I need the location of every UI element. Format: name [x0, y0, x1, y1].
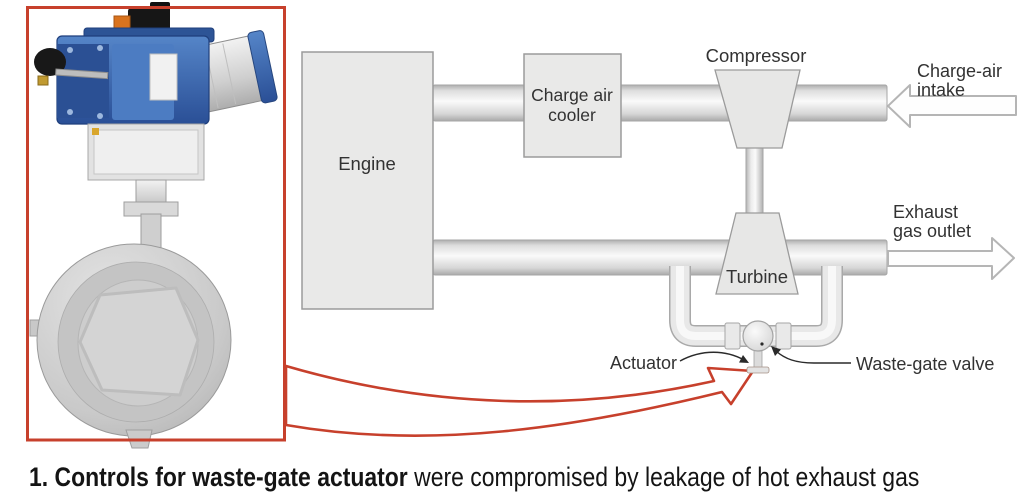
- valve-stem: [753, 349, 763, 369]
- yellow-fitting: [92, 128, 99, 135]
- brass-fitting: [37, 75, 49, 86]
- exhaust-outlet-arrow: [887, 237, 1015, 280]
- engine-label: Engine: [338, 153, 396, 174]
- charge-air-cooler-label-line2: cooler: [548, 105, 596, 125]
- bolt: [97, 45, 103, 51]
- caption-regular-text: were compromised by leakage of hot exhau…: [407, 462, 920, 492]
- charge-air-intake-label-line1: Charge-air: [917, 61, 1002, 81]
- waste-gate-valve-label: Waste-gate valve: [856, 354, 994, 374]
- actuator-gear-housing: [57, 44, 109, 118]
- charge-air-cooler-box: [523, 53, 622, 158]
- compressor-shape: [714, 69, 801, 149]
- actuator-label: Actuator: [610, 353, 677, 373]
- bolt: [67, 47, 73, 53]
- turbo-shaft-pipe: [745, 147, 764, 217]
- exhaust-pipe: [432, 239, 888, 276]
- valve-photo: [27, 2, 285, 449]
- indicator-rod: [55, 68, 109, 80]
- valve-pointer-dot: [760, 342, 764, 346]
- waste-gate-valve-pointer-arrow: [760, 342, 851, 364]
- bolt: [67, 109, 73, 115]
- turbine-shape: [715, 212, 799, 295]
- charge-air-cooler-label-line1: Charge air: [531, 85, 613, 105]
- nameplate-label: [149, 53, 178, 101]
- valve-pointer-line: [775, 350, 851, 364]
- red-callout-arrow: [284, 364, 755, 437]
- photo-frame: [26, 6, 286, 442]
- actuator-pointer-head: [739, 355, 749, 363]
- cylinder-rib: [222, 43, 237, 105]
- valve-coupling-left: [724, 322, 741, 350]
- bracket-face: [93, 129, 199, 175]
- cylinder-end-cap: [247, 30, 278, 104]
- compressor-label: Compressor: [706, 45, 807, 66]
- bolt: [97, 113, 103, 119]
- figure-caption: 1. Controls for waste-gate actuator were…: [29, 462, 919, 493]
- charge-air-pipe: [432, 84, 888, 122]
- charge-air-intake-label-line2: intake: [917, 80, 965, 100]
- caption-bold-text: 1. Controls for waste-gate actuator: [29, 462, 408, 492]
- exhaust-gas-outlet-label-line1: Exhaust: [893, 202, 958, 222]
- engine-box: [301, 51, 434, 310]
- actuator-pointer-line: [679, 351, 745, 362]
- valve-actuator-flange: [746, 366, 770, 374]
- turbine-label: Turbine: [726, 266, 788, 287]
- valve-pointer-head: [771, 346, 781, 356]
- exhaust-gas-outlet-label-line2: gas outlet: [893, 221, 971, 241]
- disc-center-plate: [78, 286, 200, 397]
- charge-air-intake-arrow: [887, 84, 1017, 128]
- valve-coupling-right: [775, 322, 792, 350]
- waste-gate-valve-ball: [742, 320, 774, 352]
- actuator-pointer-arrow: [679, 351, 749, 363]
